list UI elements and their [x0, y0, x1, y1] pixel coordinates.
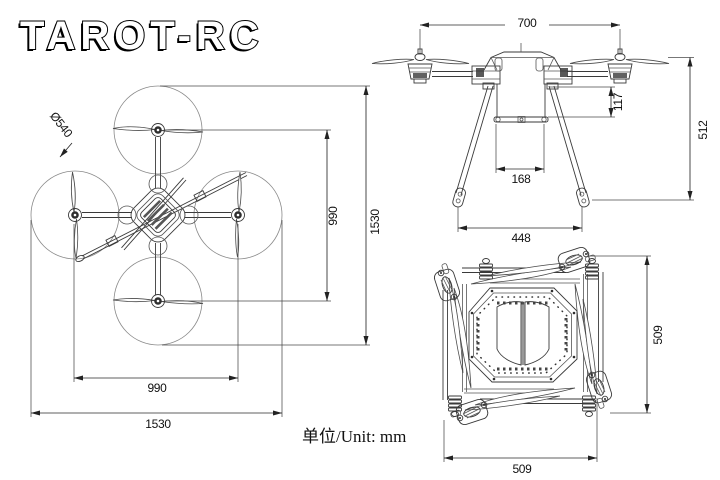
landing-gear [452, 82, 590, 208]
front-view-drawing: 700 512 117 168 448 [371, 13, 710, 245]
dimension-battery-width: 168 [495, 124, 545, 186]
dim-label-overall-vertical: 1530 [368, 209, 382, 235]
dimension-top-span-vertical: 990 [165, 129, 340, 302]
dim-label-prop-diameter: Ø540 [47, 109, 76, 140]
motor-hub [112, 123, 204, 137]
folded-foot-stack [479, 258, 493, 280]
right-motor-prop [569, 48, 670, 84]
motor-hub [112, 294, 204, 308]
dim-label-motor-span: 700 [517, 16, 537, 30]
top-view-drawing: Ø540 990 1530 990 1530 [30, 85, 382, 431]
dimension-prop-diameter: Ø540 [47, 109, 76, 158]
dim-label-landing-gear-span: 448 [511, 231, 531, 245]
propeller-circles [30, 85, 283, 346]
dimension-payload-height: 117 [548, 86, 625, 118]
motor-hub [68, 171, 82, 259]
dimension-motor-span: 700 [419, 13, 621, 53]
dim-label-payload-height: 117 [611, 92, 625, 111]
folded-center-plate [468, 287, 578, 383]
dimension-top-span-horizontal: 990 [73, 224, 239, 395]
dimension-overall-height: 512 [592, 57, 710, 201]
dimension-landing-gear-span: 448 [457, 207, 583, 245]
battery-hatch [140, 197, 176, 233]
motor-hubs-top-view [68, 123, 245, 308]
brand-logo-shadow: TAROT-RC [18, 16, 262, 60]
folded-motor-top-right [556, 245, 597, 275]
canopy [483, 43, 562, 72]
frame-arms [82, 137, 231, 295]
battery-box [493, 84, 549, 123]
dimension-top-overall-vertical: 1530 [160, 85, 382, 346]
brand-logo-text: TAROT-RC [20, 14, 264, 58]
left-motor-prop [371, 48, 470, 84]
dim-label-overall-height: 512 [696, 120, 710, 140]
folded-motor-top-left [432, 262, 462, 303]
dimension-top-overall-horizontal: 1530 [30, 220, 283, 431]
dim-label-span-horizontal: 990 [147, 381, 167, 395]
center-body-plate [117, 174, 199, 256]
folded-view-drawing: 509 509 [432, 245, 665, 476]
dimension-folded-width: 509 [443, 398, 598, 476]
left-foot [452, 187, 466, 208]
brand-logo: TAROT-RC TAROT-RC [18, 13, 264, 60]
frame-arms-front [432, 65, 608, 85]
dimension-folded-height: 509 [588, 255, 665, 414]
dim-label-folded-width: 509 [512, 462, 532, 476]
dim-label-overall-horizontal: 1530 [145, 417, 171, 431]
dim-label-span-vertical: 990 [326, 206, 340, 226]
folded-foot-stack [582, 395, 596, 417]
dim-label-folded-height: 509 [651, 325, 665, 345]
unit-note: 单位/Unit: mm [302, 427, 406, 446]
motor-hub [231, 171, 245, 258]
right-foot [576, 187, 590, 208]
dim-label-battery-width: 168 [511, 172, 531, 186]
